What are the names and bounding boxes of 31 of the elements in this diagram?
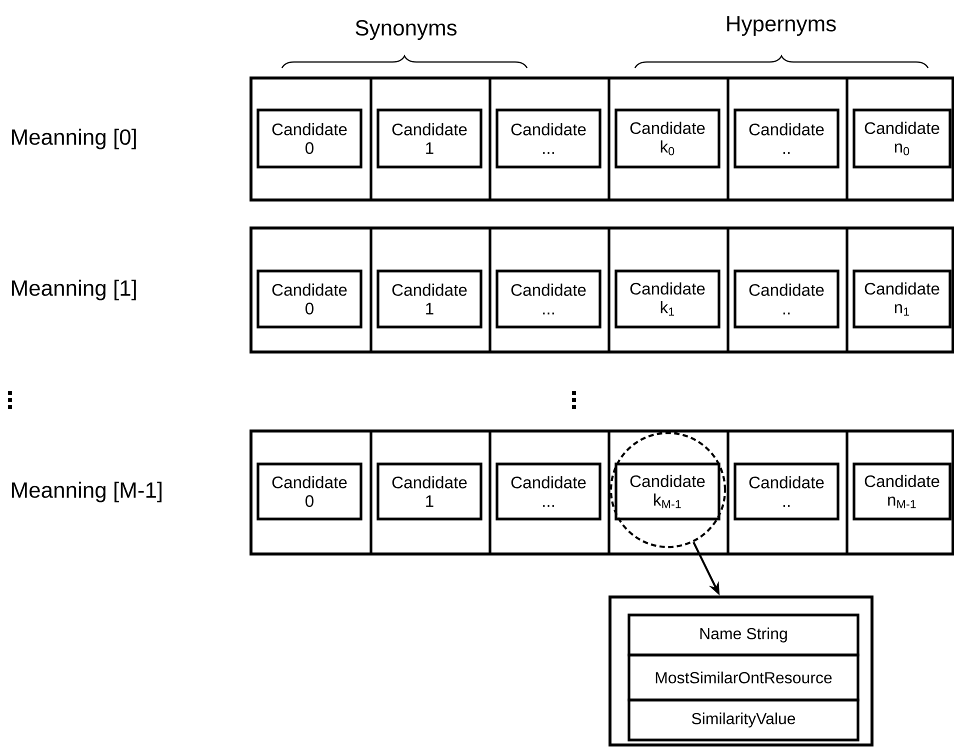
candidate-box: Candidate ... [496,462,602,520]
group-label: Synonyms [356,20,457,40]
candidate-box: Candidate 1 [376,270,482,328]
dashed-circle [610,432,726,548]
group-label: Hypernyms [727,16,836,36]
row-label: Meanning [0] [12,128,136,150]
candidate-box: Candidate k$_{0}$ [614,108,720,168]
candidate-box: Candidate .. [734,270,840,328]
record-box [608,596,874,746]
candidate-box: Candidate .. [734,462,840,520]
candidate-box: Candidate n$_{0}$ [852,108,952,168]
candidate-box: Candidate n$_{M-1}$ [852,462,952,520]
table-cell: Name String [628,614,860,656]
row-box [250,430,954,556]
candidate-box: Candidate k$_{M-1}$ [614,462,720,520]
candidate-box: Candidate ... [496,270,602,328]
candidate-box: Candidate n$_{1}$ [852,270,952,328]
candidate-box: Candidate 0 [256,108,362,168]
table-cell: SimilarityValue [628,698,860,742]
row-label: Meanning [M-1] [12,482,162,502]
candidate-box: Candidate 1 [376,462,482,520]
candidate-box: Candidate 0 [256,462,362,520]
candidate-box: Candidate 0 [256,270,362,328]
candidate-box: Candidate 1 [376,108,482,168]
candidate-box: Candidate ... [496,108,602,168]
candidate-box: Candidate .. [734,108,840,168]
table-cell: MostSimilarOntResource [628,654,860,702]
row-label: Meanning [1] [12,280,136,300]
row-box [250,226,954,354]
candidate-box: Candidate k$_{1}$ [614,270,720,328]
row-box [250,76,954,202]
